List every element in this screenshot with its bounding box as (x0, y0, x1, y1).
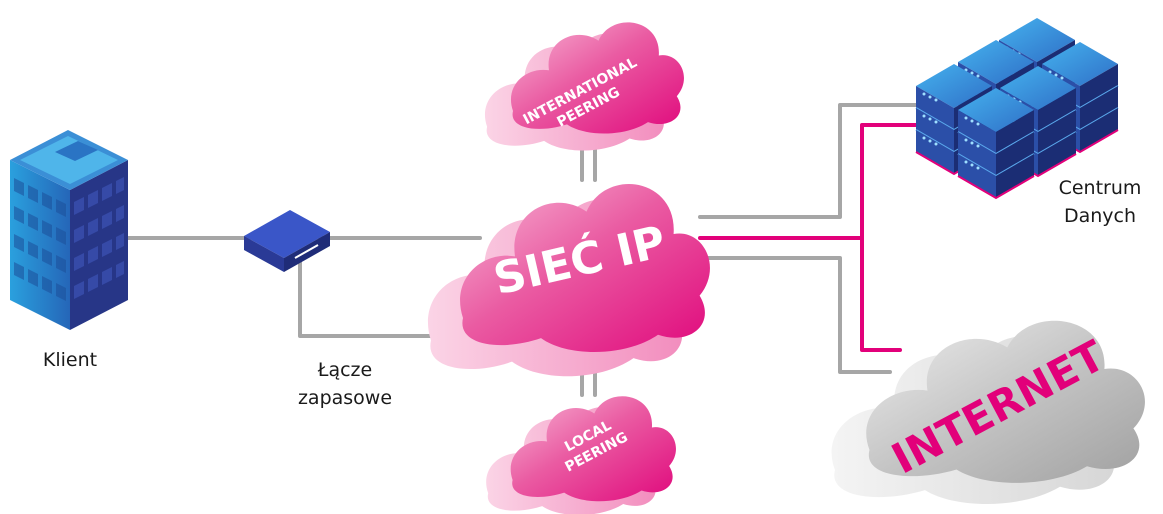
router-icon (244, 210, 330, 272)
server-led (964, 116, 968, 120)
server-left-face (958, 154, 996, 198)
server-led (976, 166, 980, 170)
server-left-face (916, 108, 954, 152)
server-right-face (996, 110, 1034, 154)
server-led (970, 163, 974, 167)
server-right-face (1038, 132, 1076, 176)
backup-line-label-1: Łącze (317, 359, 373, 381)
server-right-face (1038, 110, 1076, 154)
server-led (964, 160, 968, 164)
line-cloud-datacenter-magenta (698, 123, 942, 240)
server-led (970, 141, 974, 145)
server-rack-icon (915, 18, 1119, 200)
server-led (976, 144, 980, 148)
line-cloud-internet-magenta (860, 236, 902, 352)
server-right-face (1080, 86, 1118, 130)
line-backup (298, 258, 442, 338)
server-led (934, 98, 938, 102)
server-led (934, 142, 938, 146)
server-led (922, 136, 926, 140)
server-led (1054, 73, 1058, 77)
server-right-face (1038, 88, 1076, 132)
server-led (928, 117, 932, 121)
server-led (970, 119, 974, 123)
server-separator (957, 175, 1035, 200)
server-right-face (1080, 64, 1118, 108)
line-cloud-datacenter-grey (698, 103, 942, 219)
server-right-face (996, 132, 1034, 176)
server-led (928, 95, 932, 99)
server-led (970, 71, 974, 75)
backup-line-label: Łącze zapasowe (290, 356, 400, 412)
server-left-face (958, 110, 996, 154)
office-building-icon (10, 130, 128, 330)
line-cloud-internet-grey (688, 256, 892, 374)
server-led (922, 114, 926, 118)
server-led (922, 92, 926, 96)
server-led (928, 139, 932, 143)
client-label: Klient (42, 349, 98, 371)
server-led (964, 138, 968, 142)
server-led (976, 122, 980, 126)
server-right-face (996, 154, 1034, 198)
server-led (976, 74, 980, 78)
server-left-face (916, 130, 954, 174)
server-left-face (958, 132, 996, 176)
server-left-face (916, 86, 954, 130)
server-right-face (1080, 108, 1118, 152)
server-led (934, 120, 938, 124)
backup-line-label-2: zapasowe (297, 387, 393, 409)
data-center-label-2: Danych (1063, 205, 1137, 227)
data-center-label: Centrum Danych (1050, 174, 1150, 230)
server-led (1060, 76, 1064, 80)
data-center-label-1: Centrum (1058, 177, 1142, 199)
